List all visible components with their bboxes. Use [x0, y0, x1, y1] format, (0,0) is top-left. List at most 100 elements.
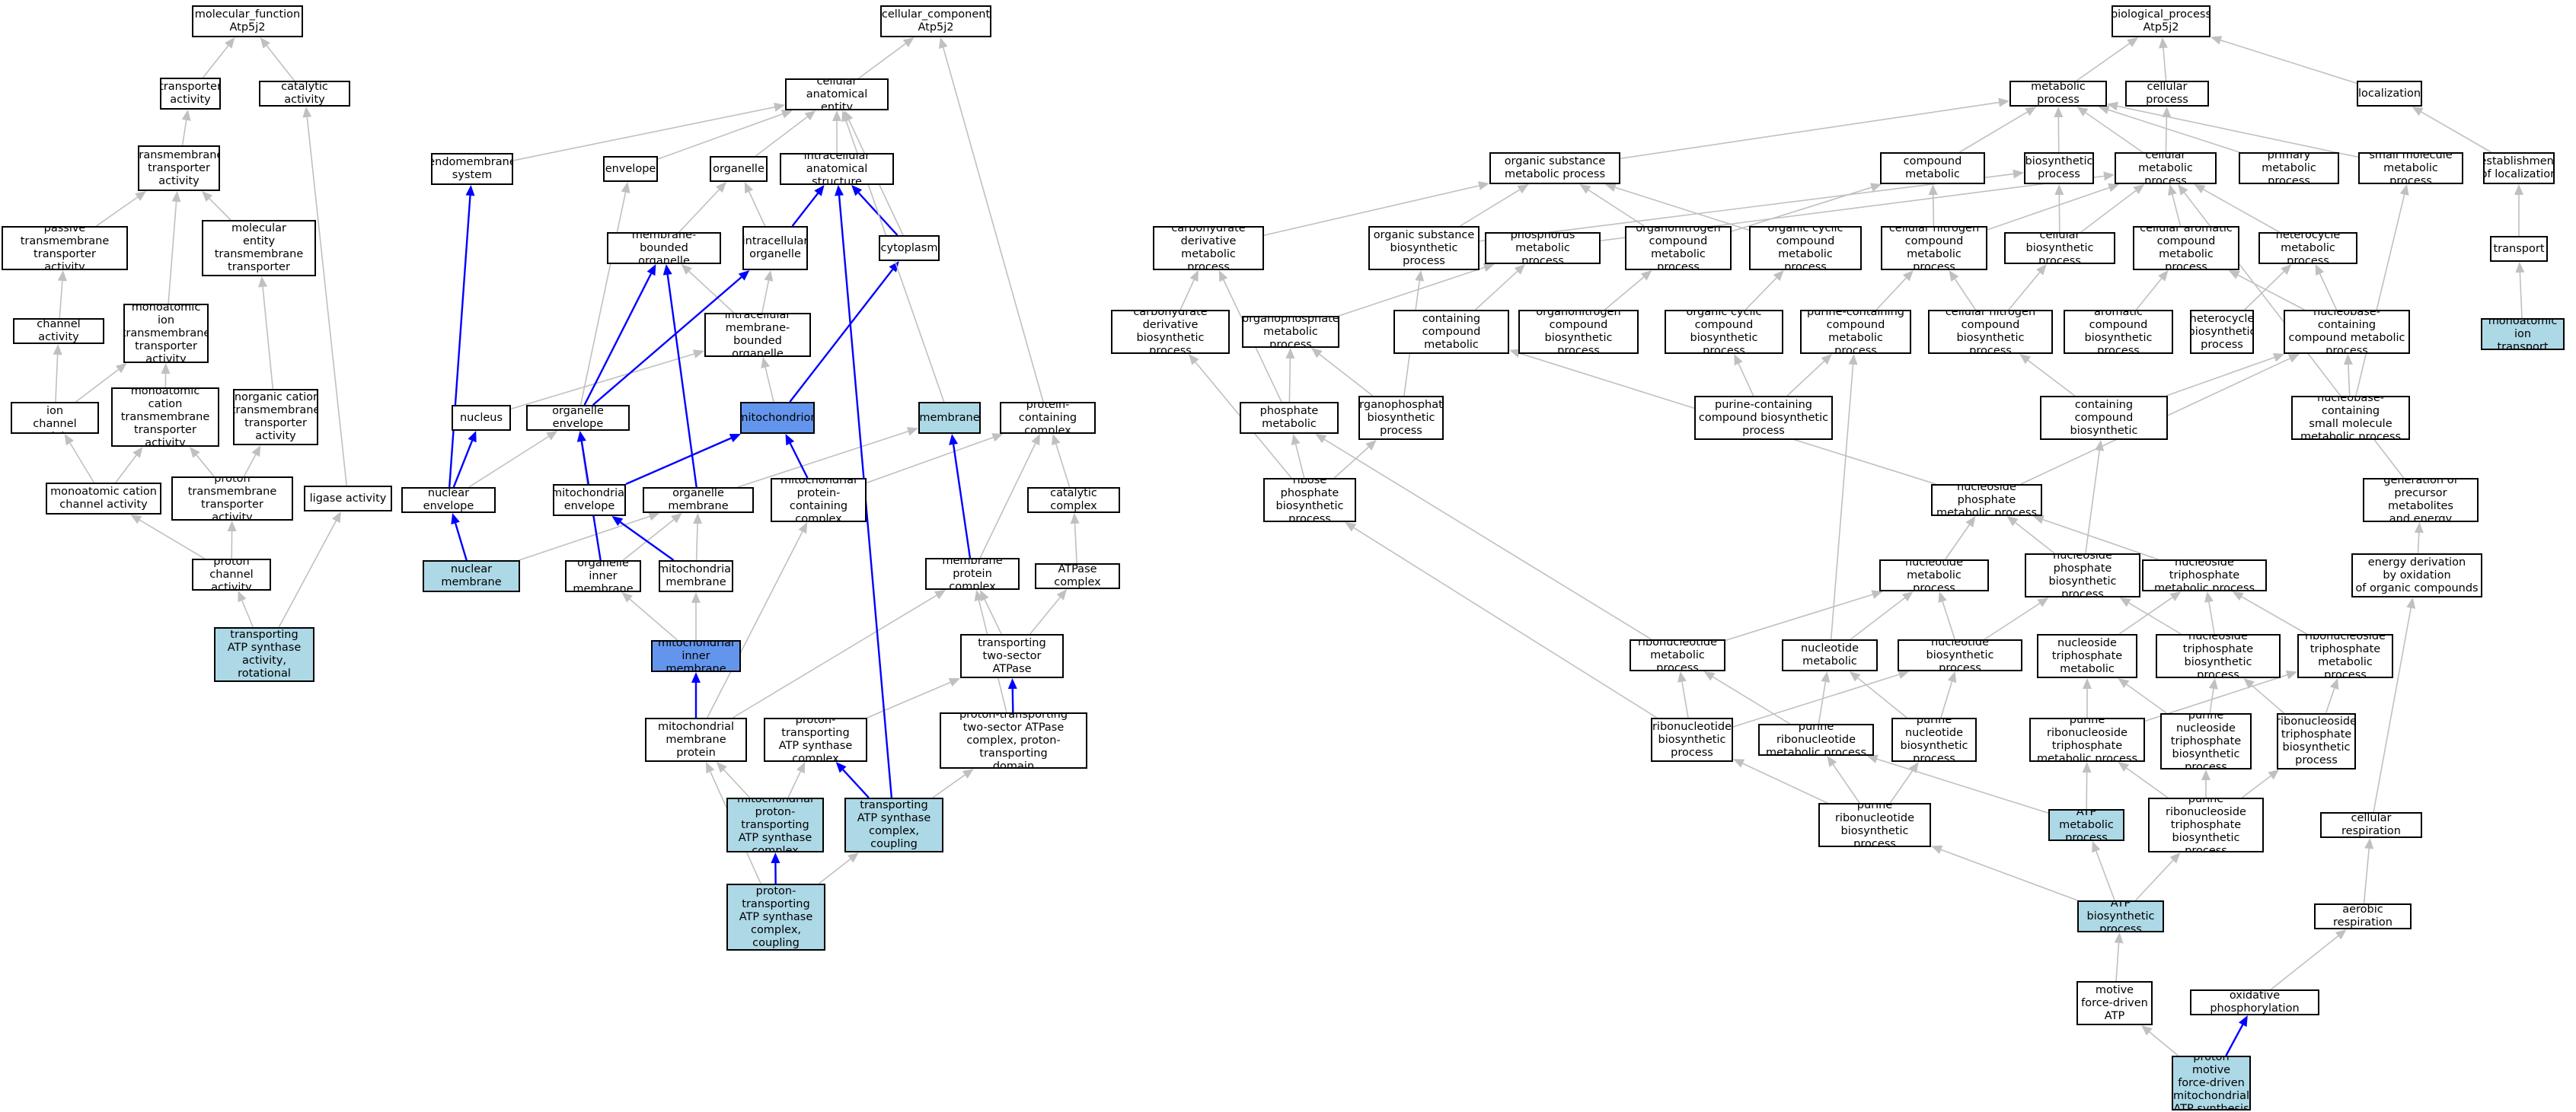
- term-atp-met[interactable]: ATP metabolic process: [2048, 809, 2124, 841]
- term-cc[interactable]: cellular_component Atp5j2: [880, 5, 991, 37]
- term-pur-nt-met[interactable]: purine nucleotide metabolic process: [1782, 639, 1878, 671]
- term-mptas[interactable]: mitochondrial proton-transporting ATP sy…: [726, 798, 824, 852]
- term-ribP-met[interactable]: ribose phosphate metabolic process: [1240, 402, 1339, 434]
- term-localization[interactable]: localization: [2357, 81, 2422, 107]
- term-cae[interactable]: cellular anatomical entity: [785, 78, 889, 110]
- term-phos-met[interactable]: phosphorus metabolic process: [1485, 232, 1601, 264]
- term-pur-ribonsTP-bio[interactable]: purine ribonucleoside triphosphate biosy…: [2148, 798, 2264, 852]
- term-transport[interactable]: transport: [2490, 236, 2548, 262]
- term-mpc[interactable]: membrane protein complex: [925, 558, 1020, 590]
- term-intra-mbo[interactable]: intracellular membrane-bounded organelle: [704, 313, 811, 357]
- term-orgP-met[interactable]: organophosphate metabolic process: [1242, 316, 1339, 348]
- term-membrane[interactable]: membrane: [918, 402, 981, 434]
- term-proton-tm[interactable]: proton transmembrane transporter activit…: [171, 476, 293, 521]
- term-inorg-cation-tm[interactable]: inorganic cation transmembrane transport…: [233, 389, 318, 445]
- term-carb-der-met[interactable]: carbohydrate derivative metabolic proces…: [1153, 226, 1264, 270]
- term-ribont-met[interactable]: ribonucleotide metabolic process: [1630, 639, 1725, 671]
- term-monoion-tm[interactable]: monoatomic ion transmembrane transporter…: [123, 304, 209, 363]
- term-ribonsTP-bio[interactable]: ribonucleoside triphosphate biosynthetic…: [2277, 713, 2356, 769]
- term-organelle[interactable]: organelle: [710, 156, 768, 182]
- term-atpase-cx[interactable]: ATPase complex: [1035, 563, 1120, 589]
- term-ptas-f0[interactable]: proton-transporting ATP synthase complex…: [844, 798, 943, 852]
- term-nb-small-met[interactable]: nucleobase-containing small molecule met…: [2291, 396, 2410, 440]
- term-nt-bio[interactable]: nucleotide biosynthetic process: [1898, 639, 2022, 671]
- term-aerobic[interactable]: aerobic respiration: [2314, 903, 2412, 929]
- term-cytoplasm[interactable]: cytoplasm: [879, 235, 940, 261]
- term-monoion-transport[interactable]: monoatomic ion transport: [2481, 318, 2565, 350]
- term-ribont-bio[interactable]: ribonucleotide biosynthetic process: [1651, 718, 1733, 762]
- term-tm-transporter[interactable]: transmembrane transporter activity: [138, 145, 220, 191]
- term-nsP-met[interactable]: nucleoside phosphate metabolic process: [1931, 484, 2042, 516]
- term-imm-pc[interactable]: inner mitochondrial membrane protein com…: [645, 718, 747, 762]
- term-mf[interactable]: molecular_function Atp5j2: [192, 5, 303, 37]
- term-ligase[interactable]: ligase activity: [304, 486, 392, 511]
- term-pur-ribonsTP-met[interactable]: purine ribonucleoside triphosphate metab…: [2029, 718, 2145, 762]
- term-passive-tm[interactable]: passive transmembrane transporter activi…: [2, 226, 128, 270]
- term-energy-ox[interactable]: energy derivation by oxidation of organi…: [2351, 553, 2482, 597]
- term-mito[interactable]: mitochondrion: [740, 402, 815, 434]
- term-pt2s-dom[interactable]: proton-transporting two-sector ATPase co…: [940, 712, 1087, 769]
- term-nt-met[interactable]: nucleotide metabolic process: [1879, 559, 1989, 591]
- term-pmf-mito[interactable]: proton motive force-driven mitochondrial…: [2172, 1056, 2251, 1110]
- term-oxphos[interactable]: oxidative phosphorylation: [2190, 989, 2319, 1015]
- term-small-mol-met[interactable]: small molecule metabolic process: [2358, 152, 2463, 184]
- term-gen-prec[interactable]: generation of precursor metabolites and …: [2363, 478, 2479, 522]
- term-P-cpd-met[interactable]: phosphate-containing compound metabolic …: [1393, 310, 1509, 354]
- term-monocation-tm[interactable]: monoatomic cation transmembrane transpor…: [111, 387, 219, 447]
- term-carb-der-bio[interactable]: carbohydrate derivative biosynthetic pro…: [1111, 310, 1230, 354]
- term-orgN-bio[interactable]: organonitrogen compound biosynthetic pro…: [1518, 310, 1639, 354]
- term-org-cyc-met[interactable]: organic cyclic compound metabolic proces…: [1749, 226, 1862, 270]
- term-nuc-env[interactable]: nuclear envelope: [401, 487, 496, 513]
- term-mito-inner[interactable]: mitochondrial inner membrane: [651, 640, 741, 672]
- term-mptas-f0[interactable]: mitochondrial proton-transporting ATP sy…: [726, 884, 825, 951]
- term-pur-nsTP-bio[interactable]: purine nucleoside triphosphate biosynthe…: [2160, 713, 2252, 769]
- term-nsTP-met[interactable]: nucleoside triphosphate metabolic proces…: [2142, 559, 2267, 591]
- term-org-inner[interactable]: organelle inner membrane: [565, 560, 641, 592]
- term-mito-env[interactable]: mitochondrial envelope: [553, 484, 626, 516]
- term-intra-org[interactable]: intracellular organelle: [742, 226, 808, 270]
- term-cat-cx[interactable]: catalytic complex: [1027, 487, 1120, 513]
- term-pmf-atp[interactable]: proton motive force-driven ATP synthesis: [2076, 981, 2153, 1025]
- term-cell-N-met[interactable]: cellular nitrogen compound metabolic pro…: [1881, 226, 1987, 270]
- term-hetcyc-met[interactable]: heterocycle metabolic process: [2258, 232, 2357, 264]
- term-biosyn[interactable]: biosynthetic process: [2024, 152, 2094, 184]
- term-pcc[interactable]: protein-containing complex: [1000, 402, 1096, 434]
- term-envelope[interactable]: envelope: [603, 156, 658, 182]
- term-monoion-channel[interactable]: monoatomic ion channel activity: [11, 402, 99, 434]
- term-nb-cpd-met[interactable]: nucleobase-containing compound metabolic…: [2284, 310, 2410, 354]
- term-org-subst-bio[interactable]: organic substance biosynthetic process: [1368, 226, 1480, 270]
- term-mito-pcc[interactable]: mitochondrial protein-containing complex: [771, 478, 867, 522]
- term-bp[interactable]: biological_process Atp5j2: [2112, 5, 2211, 37]
- term-nsTP-bio[interactable]: nucleoside triphosphate biosynthetic pro…: [2156, 634, 2281, 678]
- term-pur-nt-bio[interactable]: purine nucleotide biosynthetic process: [1891, 718, 1977, 762]
- term-arom-bio[interactable]: aromatic compound biosynthetic process: [2064, 310, 2173, 354]
- term-mito-mem[interactable]: mitochondrial membrane: [659, 560, 733, 592]
- term-pur-ribont-bio[interactable]: purine ribonucleotide biosynthetic proce…: [1818, 803, 1931, 847]
- term-org-mem[interactable]: organelle membrane: [643, 487, 754, 513]
- term-nuc-mem[interactable]: nuclear membrane: [423, 560, 520, 592]
- term-nsP-bio[interactable]: nucleoside phosphate biosynthetic proces…: [2025, 553, 2140, 597]
- term-cell-N-bio[interactable]: cellular nitrogen compound biosynthetic …: [1928, 310, 2053, 354]
- term-endomembrane[interactable]: endomembrane system: [431, 153, 513, 185]
- term-nb-cpd-bio[interactable]: nucleobase-containing compound biosynthe…: [2040, 396, 2168, 440]
- term-intra-anat[interactable]: intracellular anatomical structure: [780, 153, 894, 185]
- term-ribP-bio[interactable]: ribose phosphate biosynthetic process: [1263, 478, 1356, 522]
- term-cell-bio[interactable]: cellular biosynthetic process: [2004, 232, 2115, 264]
- term-pur-nsTP-met[interactable]: purine nucleoside triphosphate metabolic…: [2037, 634, 2137, 678]
- term-pt2s[interactable]: proton-transporting two-sector ATPase co…: [960, 634, 1064, 678]
- term-org-subst-met[interactable]: organic substance metabolic process: [1489, 152, 1620, 184]
- term-org-env[interactable]: organelle envelope: [526, 405, 630, 431]
- term-pur-cpd-met[interactable]: purine-containing compound metabolic pro…: [1800, 310, 1911, 354]
- term-ptas[interactable]: proton-transporting ATP synthase complex: [764, 718, 867, 762]
- term-pur-ribont-met[interactable]: purine ribonucleotide metabolic process: [1758, 724, 1874, 756]
- term-transporter[interactable]: transporter activity: [160, 78, 221, 110]
- term-inorg-mol-tm[interactable]: inorganic molecular entity transmembrane…: [202, 220, 316, 276]
- term-channel[interactable]: channel activity: [13, 318, 104, 344]
- term-metab[interactable]: metabolic process: [2009, 81, 2107, 107]
- term-monocation-channel[interactable]: monoatomic cation channel activity: [46, 483, 161, 515]
- term-atp-bio[interactable]: ATP biosynthetic process: [2077, 900, 2164, 932]
- term-cell-resp[interactable]: cellular respiration: [2320, 812, 2422, 838]
- term-catalytic[interactable]: catalytic activity: [259, 81, 350, 107]
- term-nucleus[interactable]: nucleus: [452, 405, 511, 431]
- term-proton-channel[interactable]: proton channel activity: [192, 559, 271, 591]
